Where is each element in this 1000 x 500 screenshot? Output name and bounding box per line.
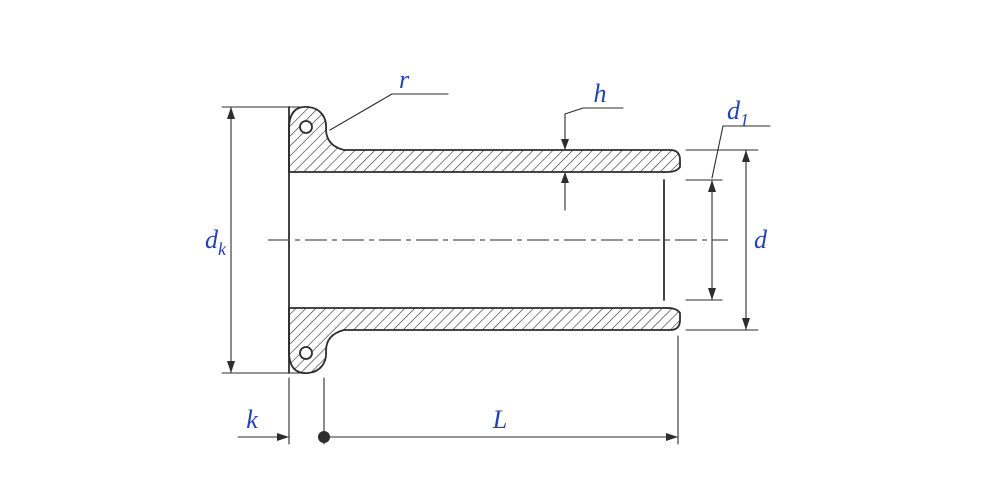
label-wall-thickness: h	[594, 79, 607, 108]
L-arrow-right	[666, 433, 678, 441]
label-bore-diameter: d1	[727, 96, 749, 130]
r-leader-line	[329, 93, 393, 131]
label-head-radius: r	[399, 65, 410, 94]
d1-leader-line	[711, 125, 724, 179]
label-k-text: k	[246, 405, 258, 434]
dimension-lines	[221, 93, 771, 445]
h-arrow-down	[561, 139, 569, 150]
d-arrow-up	[742, 150, 750, 162]
d-arrow-down	[742, 318, 750, 330]
label-r-text: r	[399, 65, 410, 94]
d1-arrow-down	[708, 288, 716, 300]
d1-arrow-up	[708, 180, 716, 192]
label-length: L	[492, 405, 507, 434]
label-dk-base: d	[205, 225, 219, 254]
dimension-origin-dot	[318, 431, 330, 443]
label-d-text: d	[754, 225, 768, 254]
dimension-arrowheads	[227, 107, 750, 443]
h-arrow-up	[561, 172, 569, 183]
label-L-text: L	[492, 405, 507, 434]
label-dk-subscript: k	[218, 239, 227, 259]
rivet-part-outline	[288, 106, 681, 374]
rivet-top-wall-section	[288, 106, 681, 173]
label-head-diameter: dk	[205, 225, 227, 259]
label-h-text: h	[594, 79, 607, 108]
top-bead-curl-hollow	[299, 120, 313, 134]
rivet-bottom-wall-section	[288, 307, 681, 374]
dk-arrow-down	[227, 361, 235, 373]
bottom-bead-curl-hollow	[299, 346, 313, 360]
label-head-height: k	[246, 405, 258, 434]
label-d1-base: d	[727, 96, 741, 125]
label-d1-subscript: 1	[740, 110, 749, 130]
label-shank-diameter: d	[754, 225, 768, 254]
k-arrow-right	[277, 433, 289, 441]
h-leader-line	[564, 107, 584, 115]
dk-arrow-up	[227, 107, 235, 119]
